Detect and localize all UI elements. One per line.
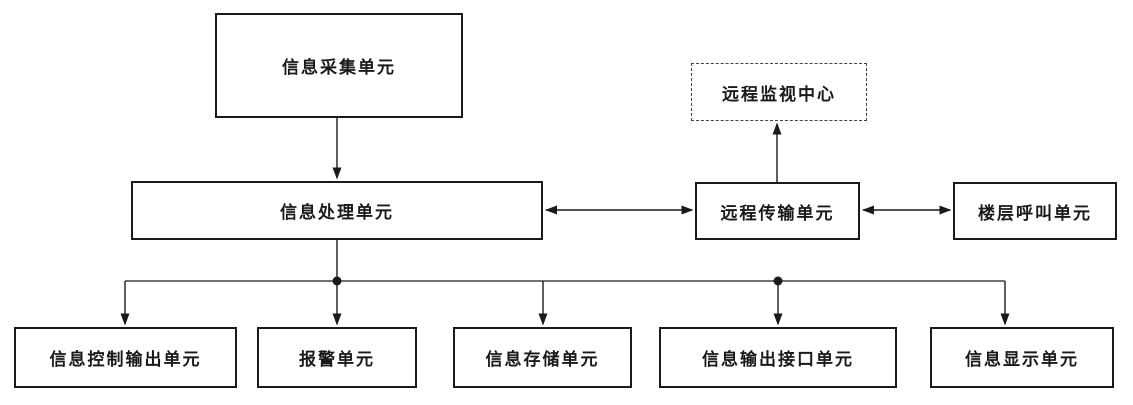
node-info-processing: 信息处理单元 bbox=[131, 181, 543, 240]
node-label: 远程传输单元 bbox=[720, 203, 835, 224]
node-label: 信息输出接口单元 bbox=[702, 350, 854, 370]
node-label: 远程监视中心 bbox=[722, 84, 836, 105]
node-info-storage: 信息存储单元 bbox=[453, 327, 632, 388]
node-label: 楼层呼叫单元 bbox=[978, 203, 1092, 224]
node-label: 报警单元 bbox=[299, 350, 375, 370]
node-label: 信息采集单元 bbox=[282, 58, 396, 78]
node-info-display: 信息显示单元 bbox=[930, 327, 1114, 388]
node-label: 信息控制输出单元 bbox=[49, 350, 202, 370]
node-remote-transmission: 远程传输单元 bbox=[695, 182, 860, 240]
node-alarm: 报警单元 bbox=[257, 327, 417, 388]
arrowhead-left-processing bbox=[545, 205, 557, 215]
node-remote-monitor-center: 远程监视中心 bbox=[691, 63, 867, 121]
node-floor-call: 楼层呼叫单元 bbox=[953, 182, 1117, 240]
node-info-collection: 信息采集单元 bbox=[215, 13, 463, 118]
node-label: 信息显示单元 bbox=[965, 350, 1079, 370]
node-label: 信息处理单元 bbox=[280, 203, 394, 223]
node-info-output-interface: 信息输出接口单元 bbox=[659, 327, 897, 388]
node-info-control-output: 信息控制输出单元 bbox=[14, 327, 237, 388]
arrowhead-left-transmission bbox=[862, 205, 874, 215]
node-label: 信息存储单元 bbox=[485, 350, 600, 370]
